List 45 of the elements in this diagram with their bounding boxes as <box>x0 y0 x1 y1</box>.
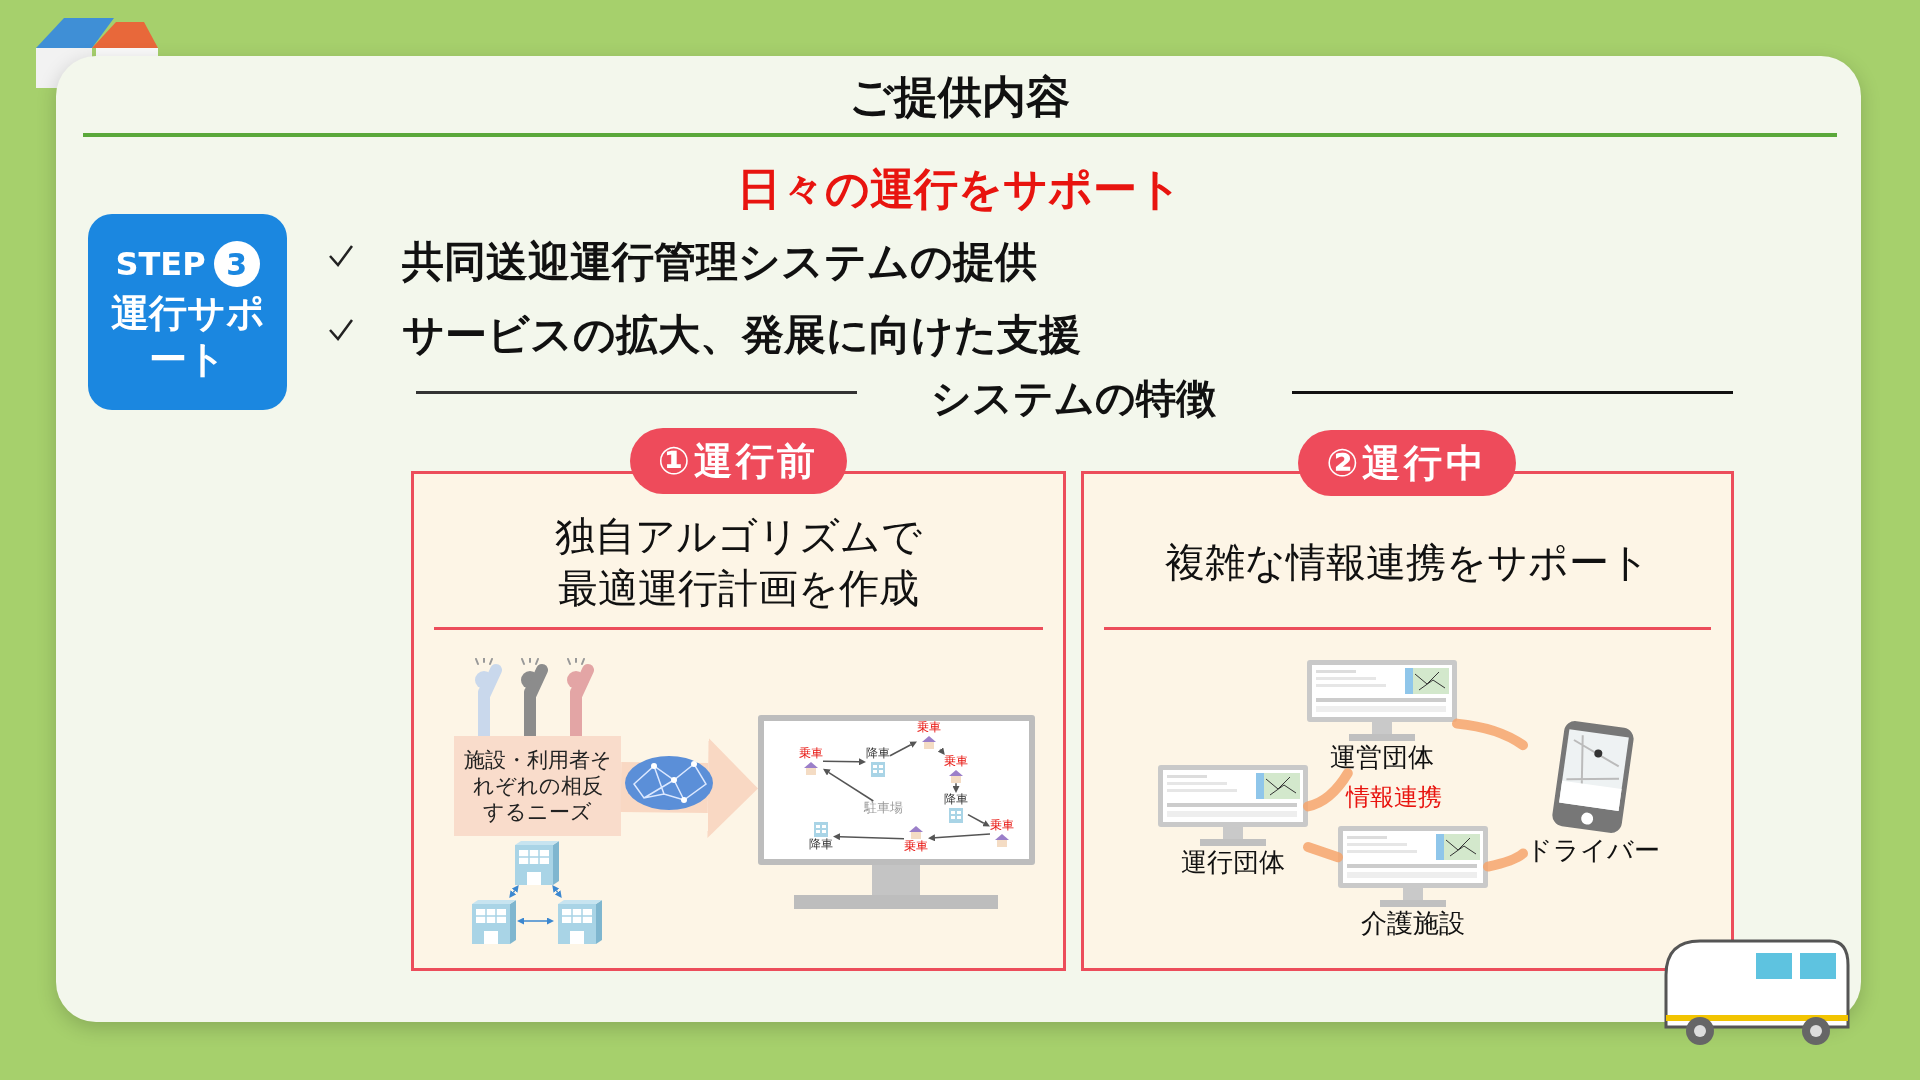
section-badge: ②運行中 <box>1298 430 1516 496</box>
info-link-label: 情報連携 <box>1346 782 1442 813</box>
stop-label: 降車 <box>809 838 833 852</box>
bullet-text: サービスの拡大、発展に向けた支援 <box>402 309 1081 361</box>
arrow <box>889 741 917 757</box>
connector-line <box>1303 768 1353 812</box>
stop-label: 乗車 <box>904 840 928 854</box>
node-label: 運営団体 <box>1330 742 1434 774</box>
monitor-screen <box>758 715 1035 865</box>
stop-label: 乗車 <box>944 755 968 769</box>
stop-label: 降車 <box>866 747 890 761</box>
connector-line <box>1483 848 1528 872</box>
arrow <box>822 758 866 766</box>
arrow <box>833 833 905 841</box>
step-box <box>88 214 287 410</box>
arrow <box>509 885 519 898</box>
connector-line <box>1452 718 1528 751</box>
node-label: 介護施設 <box>1361 908 1465 940</box>
node-label: ドライバー <box>1526 835 1660 867</box>
panel-heading: 独自アルゴリズムで最適運行計画を作成 <box>554 512 923 613</box>
page-title: ご提供内容 <box>848 70 1070 124</box>
parking-label: 駐車場 <box>864 801 903 814</box>
step-label: STEP <box>115 248 206 281</box>
arrow <box>952 782 960 793</box>
stop-label: 乗車 <box>799 747 823 761</box>
arrow <box>967 813 990 827</box>
needs-box: 施設・利用者それぞれの相反するニーズ <box>454 736 621 836</box>
connector-line <box>1303 842 1343 863</box>
arrow <box>928 833 991 842</box>
arrow <box>517 917 554 925</box>
arrow <box>937 747 945 755</box>
section-heading: システムの特徴 <box>930 374 1216 423</box>
arrow <box>552 885 562 898</box>
arrow <box>823 768 875 802</box>
bullet-text: 共同送迎運行管理システムの提供 <box>402 236 1037 288</box>
subtitle: 日々の運行をサポート <box>736 162 1182 216</box>
stop-label: 乗車 <box>917 721 941 735</box>
stop-label: 降車 <box>944 793 968 807</box>
stop-label: 乗車 <box>990 819 1014 833</box>
step-number-badge: 3 <box>213 241 260 288</box>
node-label: 運行団体 <box>1181 847 1285 879</box>
panel-heading: 複雑な情報連携をサポート <box>1165 538 1650 587</box>
step-title: 運行サポート <box>109 291 266 383</box>
section-badge: ①運行前 <box>630 428 847 494</box>
arrow <box>620 737 758 838</box>
